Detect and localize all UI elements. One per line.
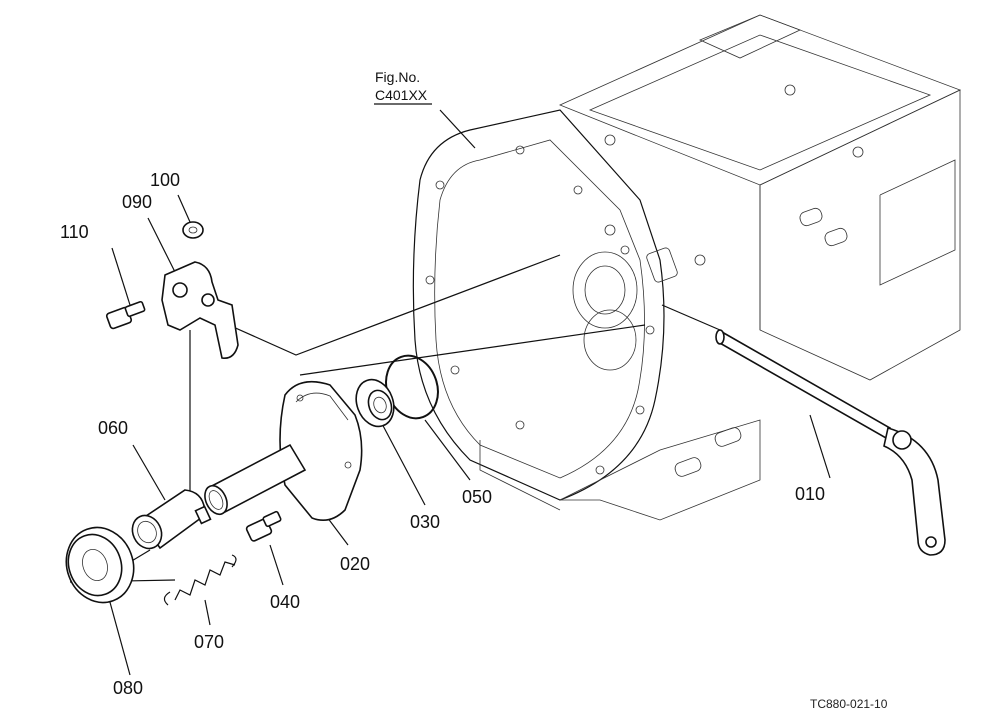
callout-040: 040	[270, 592, 300, 612]
part-020-bearing-holder	[204, 380, 363, 521]
part-090-release-fork	[161, 261, 239, 360]
callout-090: 090	[122, 192, 152, 212]
part-100-washer	[182, 221, 204, 239]
part-010-shift-rod	[715, 329, 946, 556]
part-080-release-bearing	[65, 526, 135, 604]
part-110-bolt	[105, 300, 146, 330]
leader-lines	[69, 109, 831, 676]
part-070-spring	[163, 554, 237, 606]
callout-020: 020	[340, 554, 370, 574]
drawing-code: TC880-021-10	[810, 697, 888, 711]
callout-100: 100	[150, 170, 180, 190]
callout-030: 030	[410, 512, 440, 532]
part-060-release-hub	[131, 489, 212, 550]
callout-080: 080	[113, 678, 143, 698]
transmission-housing	[412, 14, 962, 521]
figure-ref-prefix: Fig.No.	[375, 69, 420, 85]
figure-ref-code: C401XX	[375, 87, 428, 103]
callout-110: 110	[60, 222, 89, 242]
labels: Fig.No. C401XX 010 020 030 040 050 060 0…	[60, 69, 888, 711]
part-040-bolt	[245, 510, 282, 542]
callout-010: 010	[795, 484, 825, 504]
part-030-bearing	[355, 378, 395, 428]
callout-050: 050	[462, 487, 492, 507]
callout-070: 070	[194, 632, 224, 652]
callout-060: 060	[98, 418, 128, 438]
